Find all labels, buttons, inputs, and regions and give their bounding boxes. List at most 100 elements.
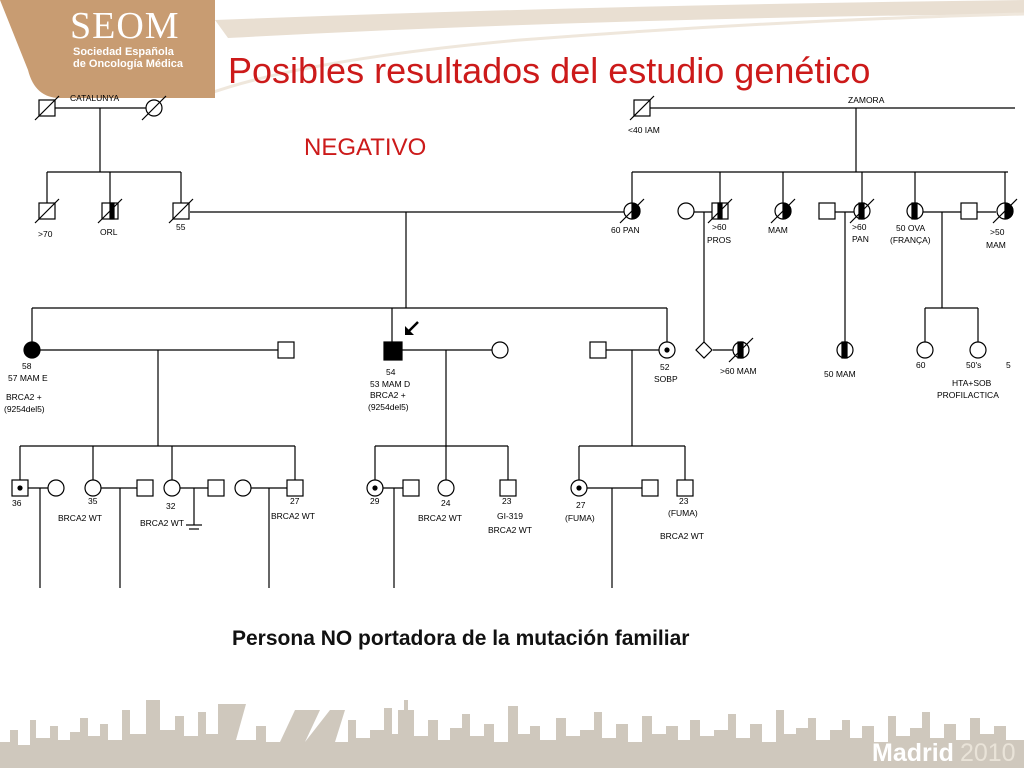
- female-symbol: [163, 479, 181, 497]
- pedigree-mark: [405, 326, 414, 335]
- pedigree-label: BRCA2 WT: [58, 513, 102, 523]
- pedigree-label: 35: [88, 496, 98, 506]
- pedigree-mark: [911, 202, 918, 220]
- female-symbol: [677, 202, 695, 220]
- male-symbol: [641, 479, 659, 497]
- pedigree-mark: [1004, 202, 1014, 220]
- logo-line-1: Sociedad Española: [73, 46, 174, 58]
- pedigree-mark: [707, 198, 733, 224]
- header-band: [0, 0, 1024, 100]
- pedigree-label: 23: [679, 496, 689, 506]
- pedigree-label: BRCA2 WT: [140, 518, 184, 528]
- proband-arrow: [405, 321, 419, 335]
- seom-logo: SEOM Sociedad Española de Oncología Médi…: [0, 0, 215, 98]
- pedigree-mark: [849, 198, 875, 224]
- male-symbol: [136, 479, 154, 497]
- pedigree-labels: CATALUNYA ZAMORA <40 IAM >70 ORL 55 60 P…: [4, 93, 1011, 541]
- female-symbol: [84, 479, 102, 497]
- pedigree-label: MAM: [768, 225, 788, 235]
- pedigree-label: 50 OVA: [896, 223, 925, 233]
- pedigree-mark: [141, 95, 167, 121]
- male-index-case: [383, 341, 403, 361]
- header-swoosh: [204, 0, 1024, 97]
- pedigree-label: 52: [660, 362, 670, 372]
- male-symbol: [676, 479, 694, 497]
- slide-title: Posibles resultados del estudio genético: [228, 50, 871, 91]
- pedigree-mark: [782, 202, 792, 220]
- pedigree-symbols: [11, 99, 1014, 497]
- diamond-symbol: [695, 341, 713, 359]
- pedigree-label: PROS: [707, 235, 731, 245]
- logo-line-2: de Oncología Médica: [73, 58, 184, 70]
- madrid-skyline: [0, 700, 1024, 768]
- pedigree-label: PROFILACTICA: [937, 390, 999, 400]
- pedigree-label: 60 PAN: [611, 225, 640, 235]
- branch-label-right: ZAMORA: [848, 95, 885, 105]
- pedigree-mark: [619, 198, 645, 224]
- pedigree-label: 27: [576, 500, 586, 510]
- pedigree-label: 54: [386, 367, 396, 377]
- pedigree-label: BRCA2 +: [370, 390, 406, 400]
- pedigree-label: GI-319: [497, 511, 523, 521]
- pedigree-mark: [97, 198, 123, 224]
- pedigree-mark: [841, 341, 848, 359]
- pedigree-mark: [372, 485, 378, 491]
- pedigree-mark: [728, 337, 754, 363]
- male-symbol: [499, 479, 517, 497]
- pedigree-label: 27: [290, 496, 300, 506]
- pedigree-mark: [34, 95, 60, 121]
- pedigree-label: 29: [370, 496, 380, 506]
- female-symbol: [969, 341, 987, 359]
- pedigree-label: >70: [38, 229, 53, 239]
- pedigree-label: 50's: [966, 360, 981, 370]
- pedigree-label: >60: [852, 222, 867, 232]
- pedigree-mark: [770, 198, 796, 224]
- female-symbol: [234, 479, 252, 497]
- pedigree-label: (9254del5): [4, 404, 45, 414]
- result-label: NEGATIVO: [304, 134, 427, 161]
- slide-caption: Persona NO portadora de la mutación fami…: [232, 627, 690, 650]
- pedigree-label: 23: [502, 496, 512, 506]
- pedigree-label: 58: [22, 361, 32, 371]
- pedigree-label: BRCA2 WT: [488, 525, 532, 535]
- pedigree-mark: [407, 321, 419, 333]
- pedigree-label: BRCA2 WT: [271, 511, 315, 521]
- male-symbol: [277, 341, 295, 359]
- pedigree-label: (FUMA): [565, 513, 595, 523]
- male-symbol: [589, 341, 607, 359]
- female-symbol: [437, 479, 455, 497]
- male-symbol: [286, 479, 304, 497]
- pedigree-label: 5: [1006, 360, 1011, 370]
- pedigree-label: 53 MAM D: [370, 379, 410, 389]
- male-symbol: [960, 202, 978, 220]
- pedigree-label: >60: [712, 222, 727, 232]
- pedigree-mark: [992, 198, 1018, 224]
- male-symbol: [818, 202, 836, 220]
- pedigree-label: >60 MAM: [720, 366, 757, 376]
- female-symbol: [916, 341, 934, 359]
- pedigree-label: BRCA2 WT: [660, 531, 704, 541]
- pedigree-label: (FRANÇA): [890, 235, 931, 245]
- pedigree-mark: [34, 198, 60, 224]
- male-symbol: [207, 479, 225, 497]
- female-proband-carrier: [23, 341, 41, 359]
- logo-name: SEOM: [70, 5, 180, 47]
- pedigree-label: SOBP: [654, 374, 678, 384]
- pedigree-mark: [168, 198, 194, 224]
- event-year: 2010: [959, 739, 1016, 767]
- pedigree-label: (9254del5): [368, 402, 409, 412]
- pedigree-label: 55: [176, 222, 186, 232]
- male-symbol: [402, 479, 420, 497]
- pedigree-mark: [17, 485, 23, 491]
- pedigree-label: BRCA2 +: [6, 392, 42, 402]
- pedigree-label: (FUMA): [668, 508, 698, 518]
- pedigree-label: 57 MAM E: [8, 373, 48, 383]
- pedigree-label: PAN: [852, 234, 869, 244]
- pedigree-label: 36: [12, 498, 22, 508]
- pedigree-label: <40 IAM: [628, 125, 660, 135]
- pedigree-label: ORL: [100, 227, 118, 237]
- pedigree-mark: [576, 485, 582, 491]
- pedigree-label: 24: [441, 498, 451, 508]
- pedigree-label: HTA+SOB: [952, 378, 992, 388]
